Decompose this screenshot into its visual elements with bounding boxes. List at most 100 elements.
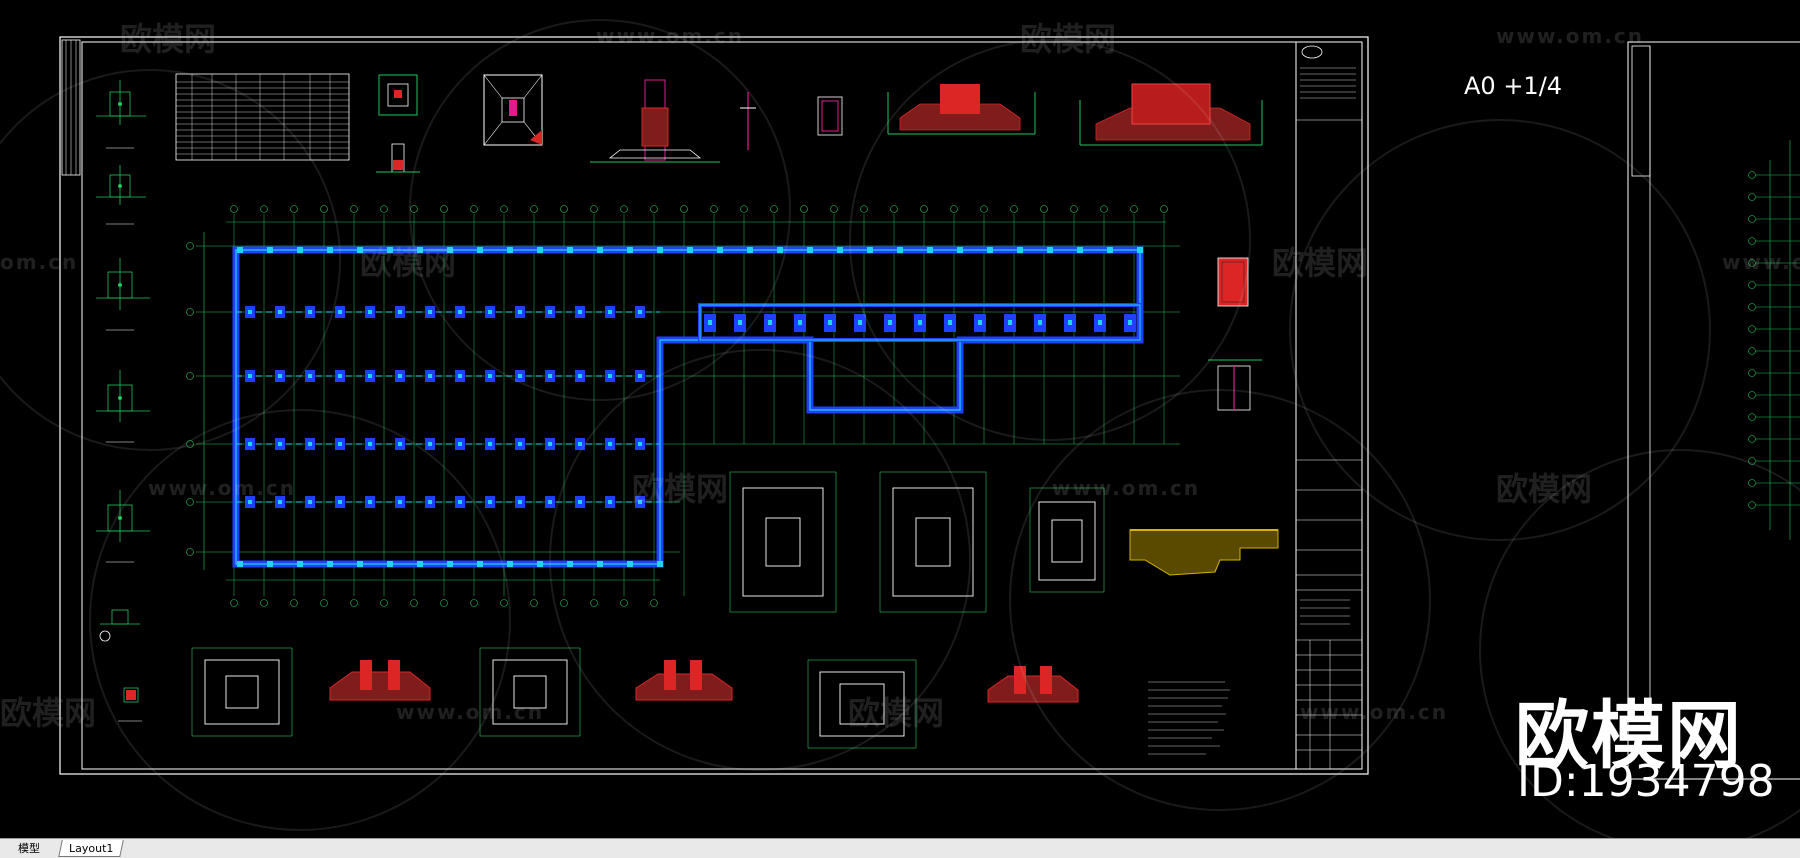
grid-bubble [1748,325,1756,333]
grid-bubble [710,205,718,213]
watermark-brand: 欧模网 [1020,20,1117,58]
watermark-model-id: ID:1934798 [1517,756,1775,807]
foundation-wall-outline [232,246,1144,568]
grid-bubble [1748,435,1756,443]
grid-bubble [560,599,568,607]
grid-bubble [1748,237,1756,245]
grid-bubble [1748,501,1756,509]
grid-bubble [186,308,194,316]
grid-bubble [1748,171,1756,179]
grid-bubble [740,205,748,213]
grid-bubble [1748,479,1756,487]
lower-sections [329,660,1079,703]
grid-bubble [1748,457,1756,465]
grid-bubble [1070,205,1078,213]
grid-bubble [410,599,418,607]
grid-bubble [320,205,328,213]
grid-bubble [1748,215,1756,223]
lower-footing-plans [204,487,1096,737]
grid-bubble [590,599,598,607]
grid-bubble [1040,205,1048,213]
watermark-brand: 欧模网 [360,244,457,282]
grid-bubble [350,205,358,213]
watermark-brand-logo: 欧模网 [1515,693,1743,779]
layout-tab-bar: 模型 Layout1 [0,838,1800,858]
grid-bubble [1748,347,1756,355]
sheet-outer-frame [59,36,1369,775]
watermark-url: www.om.cn [1300,700,1449,724]
grid-bubble [186,548,194,556]
watermark-brand: 欧模网 [0,694,97,732]
grid-bubble [1748,369,1756,377]
grid-bubble [186,440,194,448]
grid-bubble [890,205,898,213]
tab-model[interactable]: 模型 [10,840,48,857]
grid-bubble [470,205,478,213]
watermark-brand: 欧模网 [848,694,945,732]
grid-bubble [770,205,778,213]
grid-bubble [290,205,298,213]
grid-bubble [350,599,358,607]
watermark-url: om.cn [0,250,79,274]
grid-bubble [650,599,658,607]
watermark-brand: 欧模网 [632,470,729,508]
grid-bubble [620,205,628,213]
watermark-brand: 欧模网 [1496,470,1593,508]
grid-bubble [320,599,328,607]
watermark-url: www.om.cn [1052,476,1201,500]
schedule-table [175,73,350,161]
grid-bubble [1748,281,1756,289]
grid-bubble [830,205,838,213]
grid-bubble [290,599,298,607]
grid-bubble [1160,205,1168,213]
top-details [376,74,1263,173]
watermark-url: www.om.cn [396,700,545,724]
grid-bubble [380,205,388,213]
tab-layout1-label: Layout1 [69,842,114,855]
watermark-url: www.om.cn [1496,24,1645,48]
grid-bubble [530,205,538,213]
grid-bubble [186,498,194,506]
grid-bubble [260,599,268,607]
grid-bubble [560,205,568,213]
grid-bubble [1130,205,1138,213]
grid-bubble [980,205,988,213]
grid-bubble [260,205,268,213]
foundation-plan [186,205,1180,607]
grid-bubble [950,205,958,213]
grid-bubble [590,205,598,213]
watermark-brand: 欧模网 [120,20,217,58]
second-sheet-frame [1627,41,1800,780]
grid-bubble [380,599,388,607]
title-block [1295,41,1363,770]
grid-bubble [920,205,928,213]
watermark-url: www.om.cn [148,476,297,500]
watermark-circles [0,19,1800,838]
grid-bubble [530,599,538,607]
grid-bubble [1748,413,1756,421]
grid-bubble [440,205,448,213]
grid-bubble [1010,205,1018,213]
grid-bubble [1748,303,1756,311]
watermark-brand: 欧模网 [1272,244,1369,282]
grid-bubble [680,205,688,213]
grid-bubble [1748,259,1756,267]
watermark-url: www.om.cn [1722,250,1800,274]
left-section-details [96,80,150,722]
grid-bubble [186,372,194,380]
grid-bubble [186,242,194,250]
grid-bubble [650,205,658,213]
grid-bubble [470,599,478,607]
grid-bubble [860,205,868,213]
grid-bubble [230,599,238,607]
grid-bubble [410,205,418,213]
watermark-url: www.om.cn [596,24,745,48]
grid-bubble [440,599,448,607]
drawing-sheets [0,19,1800,838]
sheet-size-label: A0 +1/4 [1464,72,1563,100]
grid-bubble [1748,391,1756,399]
cad-model-space[interactable]: 欧模网 www.om.cn 欧模网 www.om.cn om.cn 欧模网 欧模… [0,0,1800,838]
grid-bubble [620,599,628,607]
grid-bubble [1100,205,1108,213]
tab-layout1[interactable]: Layout1 [58,840,125,857]
